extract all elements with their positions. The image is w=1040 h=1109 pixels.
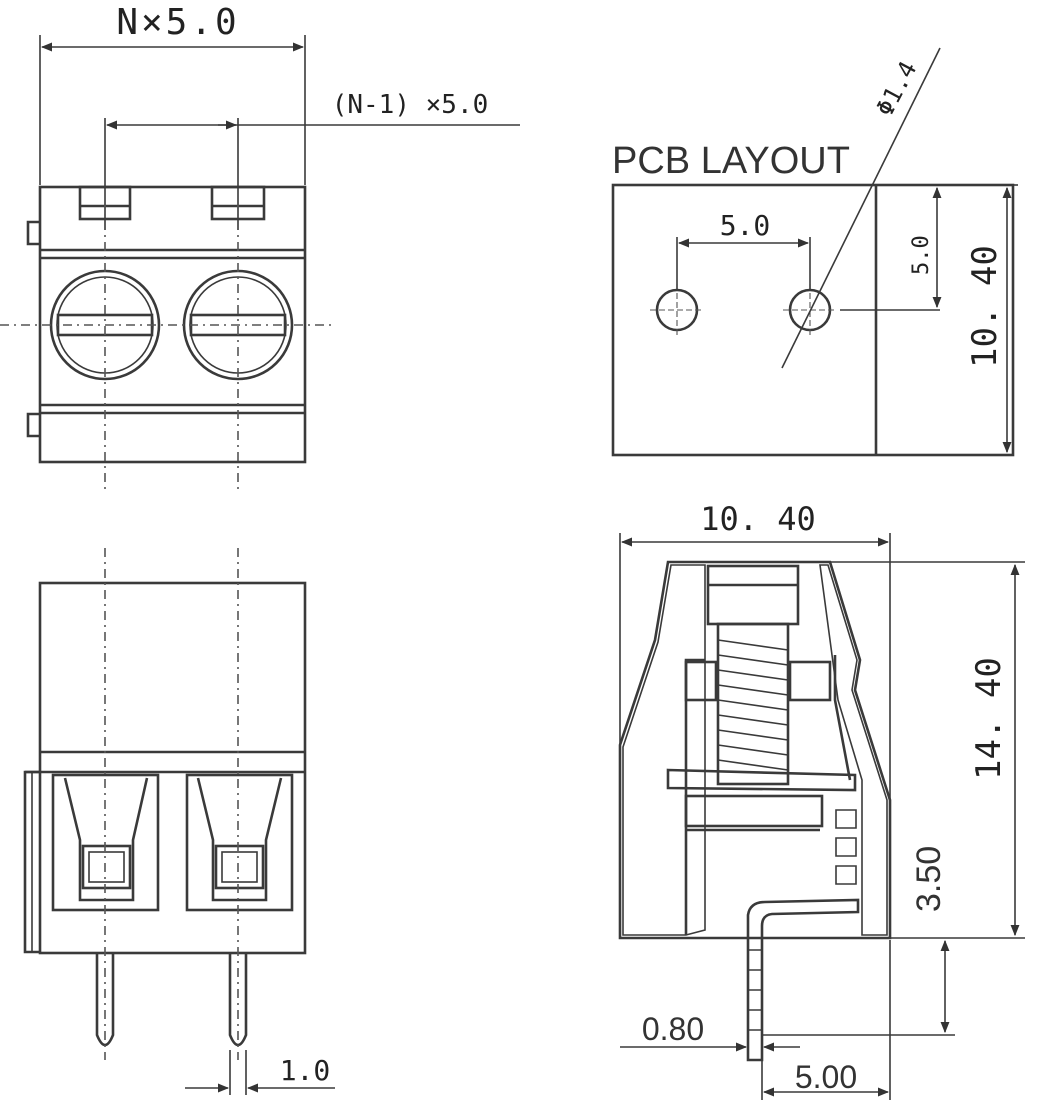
side-pin-offset-dimension: 5.00 xyxy=(795,1059,857,1095)
side-section-view: 10. 40 14. 40 3.50 xyxy=(618,500,1025,1100)
pcb-layout-view: PCB LAYOUT 5.0 Φ1.4 5.0 10. 40 xyxy=(611,47,1018,457)
pcb-hole-diameter: Φ1.4 xyxy=(871,57,923,121)
top-view: N×5.0 (N-1) ×5.0 xyxy=(0,2,520,490)
pcb-pitch-dimension: 5.0 xyxy=(720,209,771,242)
side-pin-thickness-dimension: 0.80 xyxy=(642,1011,704,1047)
side-pin-length-dimension: 3.50 xyxy=(910,846,948,912)
top-overall-dimension: N×5.0 xyxy=(116,2,239,43)
top-pitch-dimension: (N-1) ×5.0 xyxy=(332,90,489,120)
wire-entry-2 xyxy=(185,773,294,912)
side-width-dimension: 10. 40 xyxy=(700,500,816,538)
front-pin-width-dimension: 1.0 xyxy=(280,1054,331,1087)
front-view: 1.0 xyxy=(23,548,335,1095)
pcb-hole-1 xyxy=(650,284,704,336)
side-height-dimension: 14. 40 xyxy=(969,657,1009,780)
pcb-layout-title: PCB LAYOUT xyxy=(612,140,850,182)
pcb-row-offset-dimension: 5.0 xyxy=(909,235,934,275)
pcb-depth-dimension: 10. 40 xyxy=(965,245,1005,368)
